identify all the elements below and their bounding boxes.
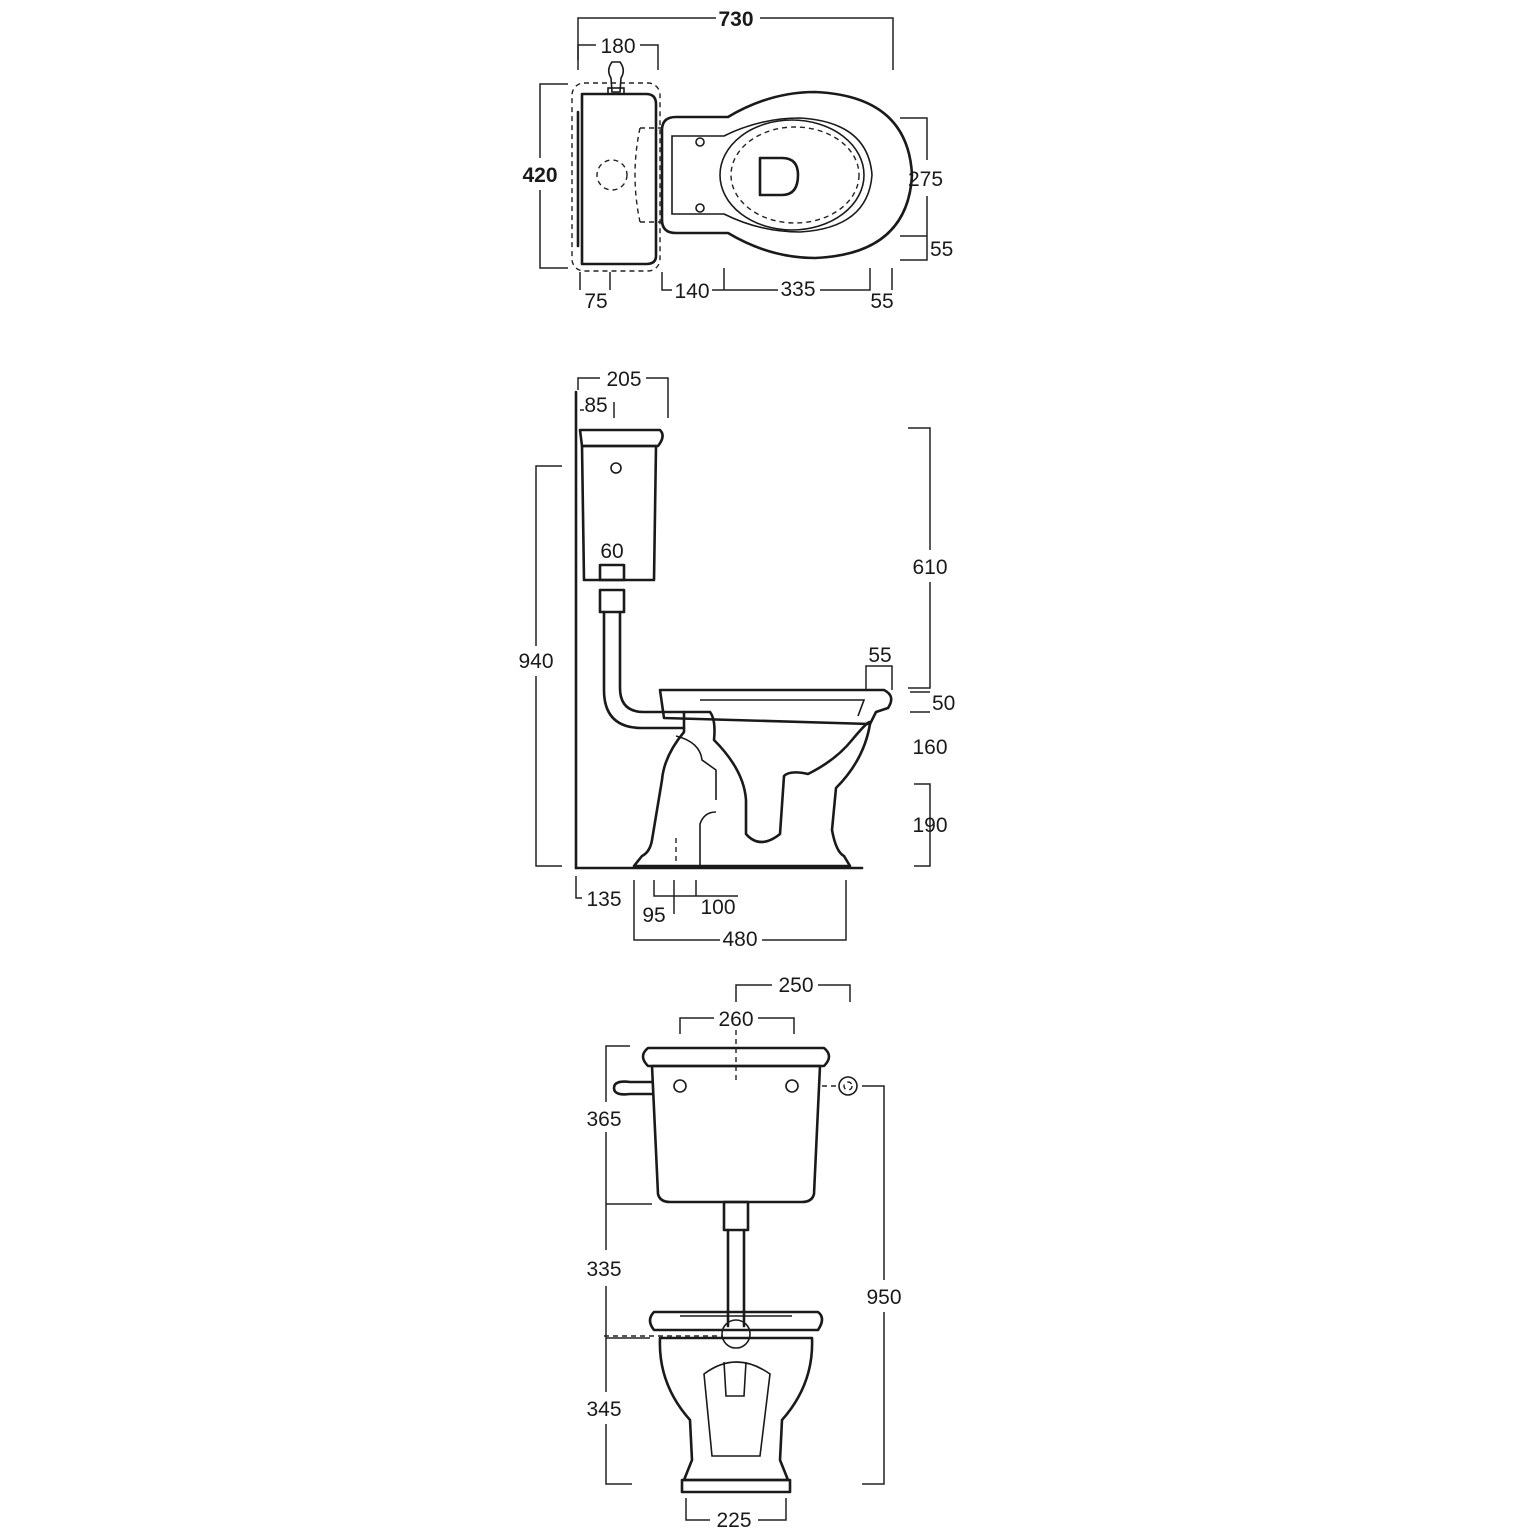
label-940: 940	[518, 650, 553, 673]
label-480: 480	[722, 928, 757, 951]
side-labels: 205 85 60 610 940 55 50 160 190 135 95 1…	[518, 368, 955, 951]
seat-front	[648, 1310, 824, 1332]
label-225: 225	[716, 1509, 751, 1532]
label-190: 190	[912, 814, 947, 837]
spreader-icon	[721, 1319, 751, 1349]
hinge-hole-bottom	[695, 203, 705, 213]
front-labels: 250 260 365 335 345 950 225	[586, 974, 901, 1532]
cistern-plan	[580, 92, 658, 266]
seat-opening	[719, 119, 865, 231]
label-seat-55: 55	[868, 644, 891, 667]
pan-trap-front	[703, 1361, 771, 1457]
label-345: 345	[586, 1398, 621, 1421]
side-dimensions	[535, 377, 931, 941]
label-260: 260	[718, 1008, 753, 1031]
label-205: 205	[606, 368, 641, 391]
dim-ticks-heights	[606, 1203, 652, 1339]
label-335: 335	[780, 278, 815, 301]
dim-line-950	[862, 1085, 885, 1485]
label-100: 100	[700, 896, 735, 919]
label-730: 730	[718, 8, 753, 31]
bowl-hidden-rim	[730, 126, 860, 224]
label-95: 95	[642, 904, 665, 927]
dim-line-180	[577, 44, 659, 70]
flush-coupling-front	[722, 1200, 750, 1232]
dim-line-420	[539, 83, 568, 269]
pan-outlet-front	[723, 1361, 747, 1397]
outlet-line	[699, 811, 717, 866]
label-85: 85	[584, 394, 607, 417]
pan-body-side	[632, 710, 872, 868]
seat-side	[658, 688, 893, 726]
label-275: 275	[908, 168, 943, 191]
dim-line-85	[580, 402, 615, 418]
flush-lever-icon	[607, 61, 625, 93]
side-view	[574, 390, 893, 870]
flush-lever-front-icon	[612, 1080, 654, 1096]
cistern-lid-front	[641, 1046, 831, 1068]
dim-line-50	[910, 691, 930, 713]
label-950: 950	[866, 1286, 901, 1309]
label-180: 180	[600, 35, 635, 58]
pan-front	[658, 1336, 814, 1482]
water-surface-d	[758, 156, 800, 197]
label-front-55: 55	[870, 290, 893, 313]
dim-line-940	[535, 465, 562, 867]
plan-dimensions	[539, 17, 928, 291]
pan-plinth	[680, 1478, 792, 1494]
dim-line-heights	[605, 1045, 632, 1485]
lever-boss	[607, 87, 625, 95]
flush-pipe	[602, 610, 686, 730]
seat-inner	[700, 699, 866, 717]
dim-line-480	[633, 880, 847, 941]
front-view	[604, 1030, 858, 1494]
pan-trap-line	[675, 735, 717, 800]
dim-line-610	[908, 427, 931, 689]
label-140: 140	[674, 280, 709, 303]
seat-outline	[671, 117, 873, 233]
front-dimensions	[605, 984, 885, 1521]
label-75: 75	[584, 290, 607, 313]
pan-hidden-join	[634, 127, 662, 223]
dim-line-250	[735, 984, 851, 1002]
label-60: 60	[600, 540, 623, 563]
label-50: 50	[932, 692, 955, 715]
label-335: 335	[586, 1258, 621, 1281]
cistern-front	[650, 1064, 822, 1204]
fixing-hole-left	[673, 1079, 687, 1093]
dim-line-225	[685, 1498, 787, 1521]
cistern-lid	[578, 428, 664, 448]
outlet-hidden-circle	[596, 159, 628, 191]
label-rim-55: 55	[930, 238, 953, 261]
inlet-valve-centre	[843, 1081, 853, 1091]
flush-joint	[598, 588, 626, 614]
pan-plan-outline	[660, 90, 914, 260]
dim-line-55	[865, 665, 893, 690]
label-250: 250	[778, 974, 813, 997]
dim-line-275-55	[900, 117, 928, 261]
flush-coupling	[598, 563, 626, 582]
cistern-fixing-hole	[610, 462, 622, 474]
dim-line-260	[679, 1017, 795, 1034]
inlet-valve-icon	[838, 1076, 858, 1096]
dim-line-100	[653, 880, 738, 897]
label-135: 135	[586, 888, 621, 911]
hinge-hole-top	[695, 137, 705, 147]
dim-line-135	[575, 876, 582, 899]
label-610: 610	[912, 556, 947, 579]
plan-view	[571, 61, 914, 272]
plan-labels: 730 180 420 275 55 75 140 335 55	[522, 8, 953, 313]
cistern-side	[580, 444, 658, 582]
label-365: 365	[586, 1108, 621, 1131]
dim-line-140-335-55	[661, 268, 893, 291]
label-420: 420	[522, 164, 557, 187]
dim-line-75	[579, 272, 611, 290]
dim-line-160-190	[914, 783, 931, 867]
label-160: 160	[912, 736, 947, 759]
fixing-hole-right	[785, 1079, 799, 1093]
dim-line-205	[577, 377, 669, 418]
cistern-hidden-outline	[571, 82, 661, 272]
